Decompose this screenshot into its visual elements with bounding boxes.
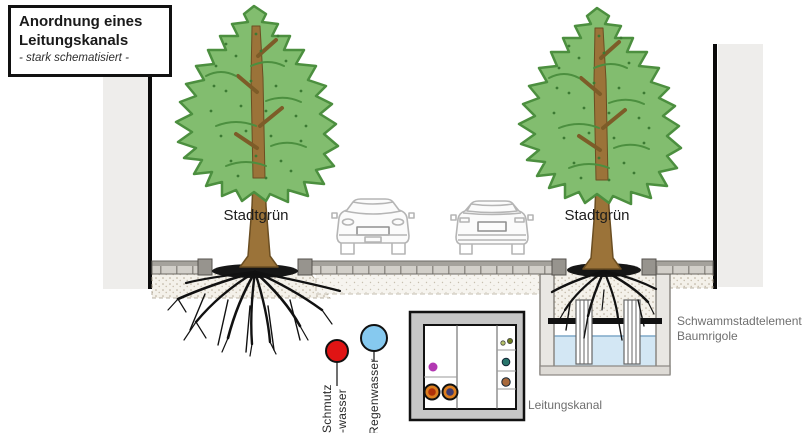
duct-dot-small-2: [506, 337, 513, 344]
baumrigole-chamber: [539, 268, 671, 376]
title-line-1: Anordnung eines: [19, 13, 143, 30]
right-building-wall: [718, 44, 763, 287]
distribution-bar: [548, 318, 662, 324]
tree-illustration-left: [174, 4, 340, 269]
right-building-wall-line: [713, 44, 717, 289]
utility-duct-box: [408, 310, 526, 422]
car-front-illustration: [331, 198, 415, 255]
title-box: Anordnung eines Leitungskanals - stark s…: [8, 5, 172, 77]
schmutzwasser-label: Schmutz -wasser: [320, 384, 350, 433]
tree-illustration-right: [517, 6, 683, 271]
stadtgruen-label-left: Stadtgrün: [223, 207, 289, 224]
drainage-pipe-right: [623, 299, 641, 365]
tree-roots-left: [167, 270, 342, 357]
schmutzwasser-circle: [325, 339, 349, 363]
left-building-wall-line: [148, 66, 152, 289]
tree-roots-right: [550, 269, 658, 341]
car-rear-illustration: [450, 200, 534, 255]
leitungskanal-label: Leitungskanal: [528, 398, 603, 412]
schwammstadt-label-line1: Schwammstadtelement: [677, 314, 802, 328]
duct-ring-pipe-2: [441, 383, 459, 401]
schmutzwasser-marker: [325, 339, 349, 386]
title-line-2: Leitungskanals: [19, 32, 129, 49]
duct-dot-teal: [501, 357, 511, 367]
duct-ring-pipe-1: [423, 383, 441, 401]
regenwasser-label: Regenwasser: [367, 358, 381, 433]
curb-stones: [197, 258, 657, 276]
water-reservoir: [554, 336, 656, 366]
schmutzwasser-label-line2: -wasser: [335, 388, 349, 433]
duct-dot-magenta: [428, 362, 438, 372]
title-subtitle: - stark schematisiert -: [19, 52, 129, 64]
schmutzwasser-label-line1: Schmutz: [320, 384, 334, 433]
duct-dot-brown: [501, 377, 511, 387]
regenwasser-marker: [360, 324, 388, 361]
duct-dot-small-1: [500, 340, 506, 346]
regenwasser-circle: [360, 324, 388, 352]
left-building-wall: [103, 64, 149, 289]
stadtgruen-label-right: Stadtgrün: [564, 207, 630, 224]
schwammstadt-label: Schwammstadtelement Baumrigole: [677, 314, 802, 344]
schwammstadt-label-line2: Baumrigole: [677, 329, 738, 343]
